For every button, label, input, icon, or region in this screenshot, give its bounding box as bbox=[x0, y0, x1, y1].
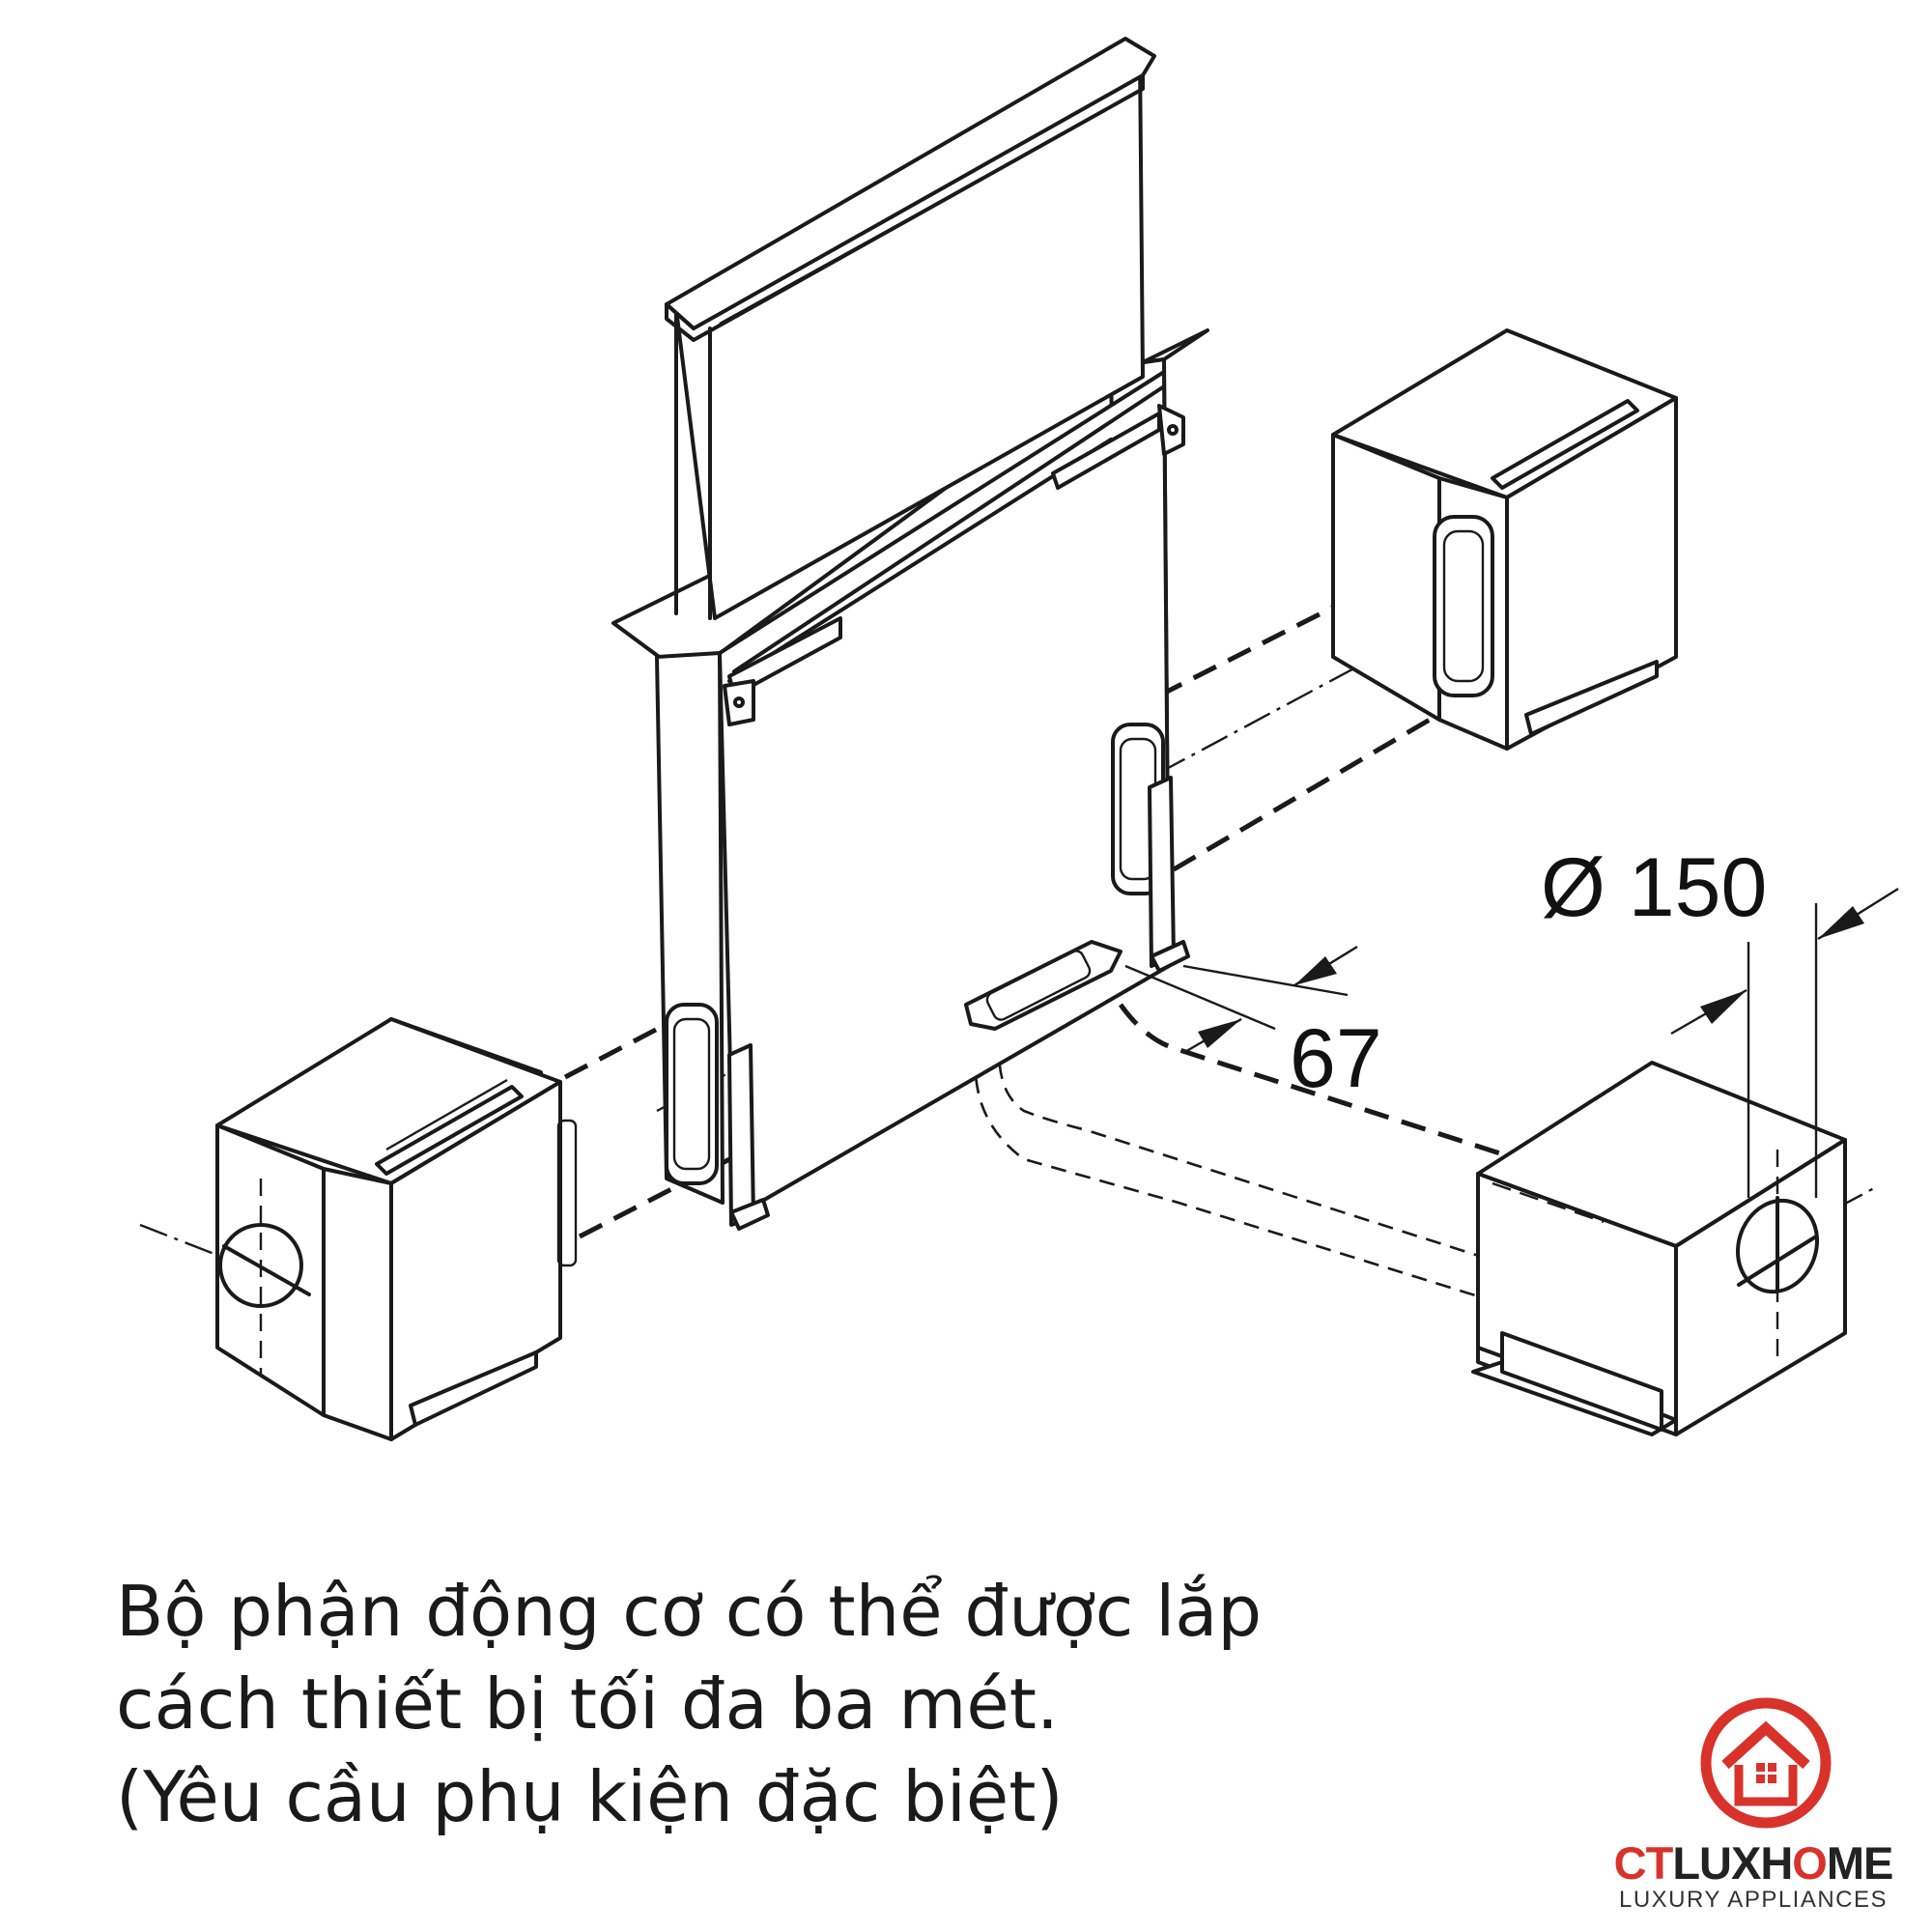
dimension-duct-diameter: Ø 150 bbox=[1541, 841, 1899, 1198]
motor-unit-bottom-right bbox=[1471, 1061, 1847, 1436]
caption: Bộ phận động cơ có thể được lắp cách thi… bbox=[116, 1565, 1565, 1843]
brand-name: CTLUXHOME bbox=[1594, 1836, 1913, 1889]
offset-label: 67 bbox=[1290, 1012, 1382, 1105]
caption-line-2: cách thiết bị tối đa ba mét. bbox=[116, 1663, 1059, 1745]
brand-tagline: LUXURY APPLIANCES bbox=[1618, 1887, 1889, 1913]
duct-diameter-label: Ø 150 bbox=[1541, 841, 1767, 934]
downdraft-hood bbox=[611, 37, 1209, 1231]
brand-suffix: ME bbox=[1826, 1837, 1893, 1889]
motor-unit-left bbox=[215, 1017, 578, 1441]
brand-highlight: O bbox=[1792, 1837, 1828, 1889]
installation-diagram: Ø 150 67 bbox=[139, 37, 1899, 1441]
motor-unit-top-right bbox=[1331, 328, 1678, 751]
brand-logo: CTLUXHOME LUXURY APPLIANCES bbox=[1594, 1695, 1913, 1918]
dimension-offset: 67 bbox=[1124, 945, 1382, 1105]
caption-line-3: (Yêu cầu phụ kiện đặc biệt) bbox=[116, 1756, 1064, 1837]
brand-main: LUXH bbox=[1672, 1837, 1793, 1889]
house-icon bbox=[1700, 1697, 1832, 1829]
caption-line-1: Bộ phận động cơ có thể được lắp bbox=[116, 1571, 1263, 1652]
brand-prefix: CT bbox=[1613, 1837, 1674, 1889]
